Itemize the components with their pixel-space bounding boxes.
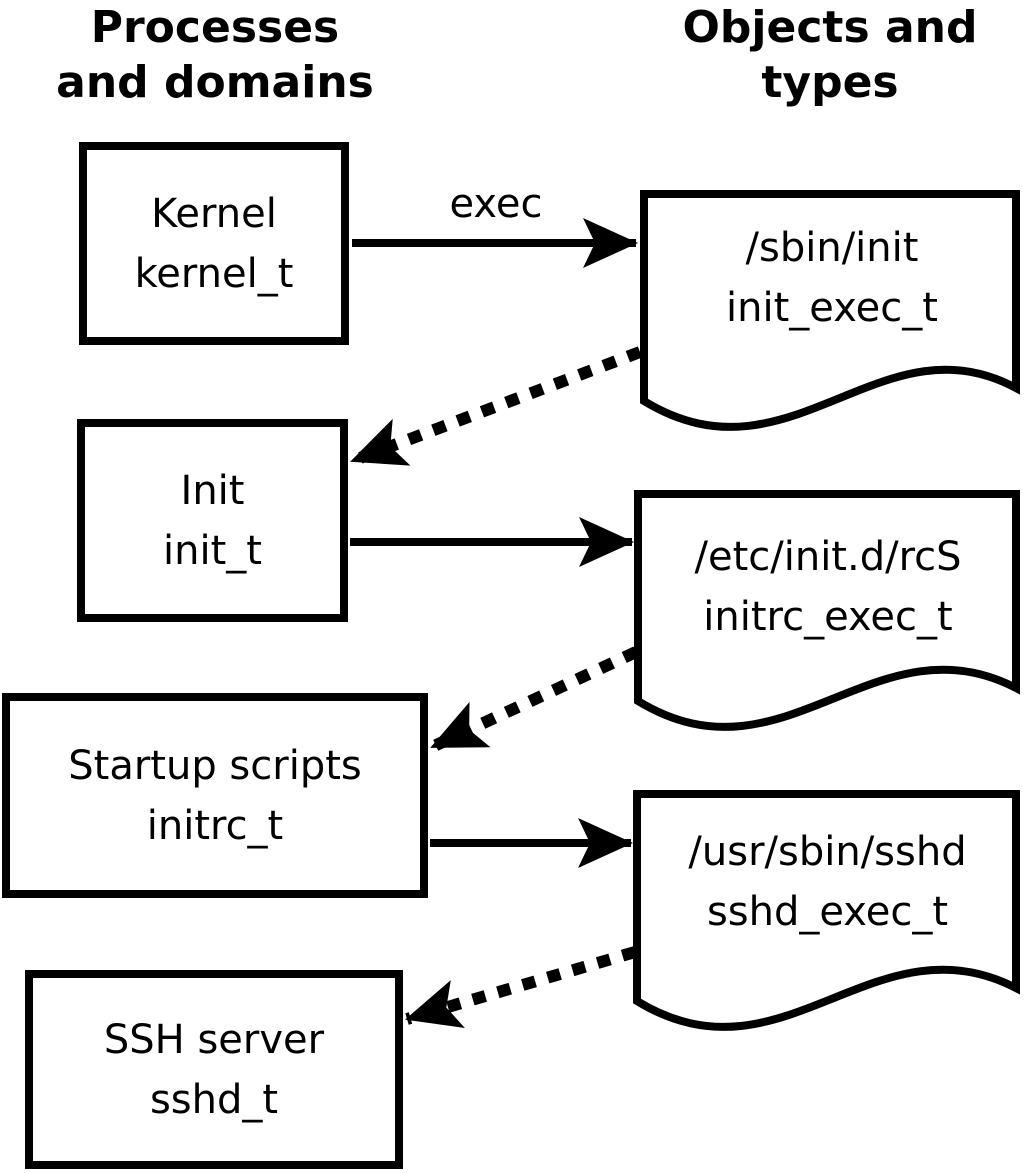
transition-arrow-sshdexec-to-sshserver [405,946,637,1029]
column-header-processes-line2: and domains [56,57,374,108]
process-box-kernel: Kernel kernel_t [79,142,349,345]
process-box-init: Init init_t [77,419,348,622]
object-type: initrc_exec_t [703,594,953,640]
transition-arrow-initexec-to-init [349,346,643,467]
object-document-label-rcs: /etc/init.d/rcS initrc_exec_t [642,527,1014,647]
exec-arrow-label: exec [449,181,543,227]
process-box-startup-scripts: Startup scripts initrc_t [2,693,428,898]
domain-label: initrc_t [146,802,284,849]
process-label: SSH server [103,1016,325,1063]
object-path: /sbin/init [745,225,919,271]
process-box-ssh-server: SSH server sshd_t [25,970,403,1169]
object-path: /etc/init.d/rcS [694,534,962,580]
domain-label: init_t [163,527,262,574]
object-type: init_exec_t [726,285,938,331]
domain-label: kernel_t [134,250,294,297]
object-path: /usr/sbin/sshd [688,829,967,875]
transition-arrow-initrcexec-to-startup [429,646,639,753]
object-type: sshd_exec_t [706,889,949,935]
column-header-objects-line1: Objects and [682,2,978,53]
process-label: Kernel [151,190,277,237]
object-document-label-sshd: /usr/sbin/sshd sshd_exec_t [641,822,1014,942]
process-label: Startup scripts [68,742,362,789]
column-header-processes: Processes and domains [15,0,415,110]
process-label: Init [180,467,245,514]
column-header-objects-line2: types [761,57,899,108]
object-document-label-init: /sbin/init init_exec_t [648,218,1016,338]
domain-label: sshd_t [149,1076,279,1123]
column-header-objects: Objects and types [630,0,1024,110]
column-header-processes-line1: Processes [90,2,340,53]
